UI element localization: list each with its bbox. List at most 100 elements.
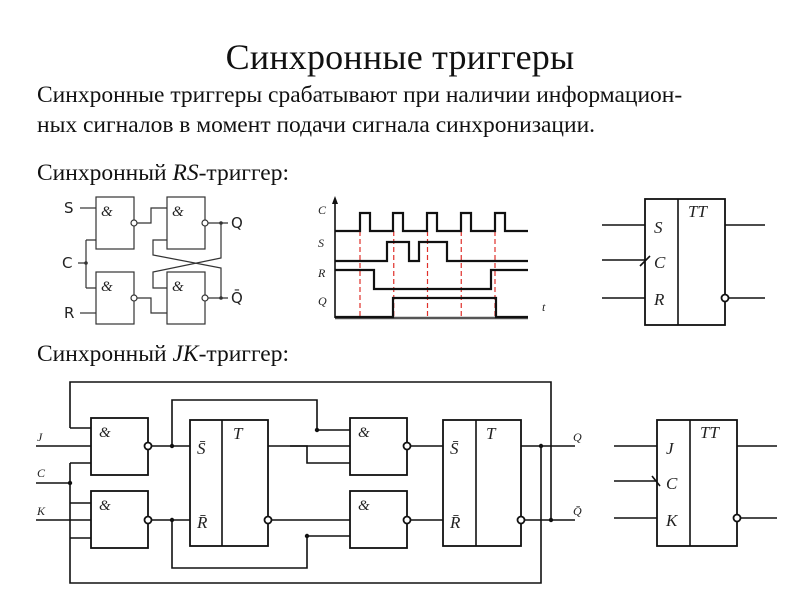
timing-diagram: C S R Q t bbox=[317, 196, 546, 320]
timing-axis-arrow bbox=[332, 196, 338, 204]
timing-label-s: S bbox=[318, 236, 324, 250]
rs-label-s: S bbox=[64, 199, 74, 217]
rs-label-r: R bbox=[64, 304, 74, 322]
jk-slave-r: R̄ bbox=[449, 513, 461, 532]
rs-bubble-3 bbox=[130, 294, 138, 302]
jk-gate-k-symbol: & bbox=[99, 498, 111, 514]
rs-symbol-clock-mark bbox=[639, 255, 651, 267]
jk-gate-slave-2-bubble bbox=[402, 515, 412, 525]
jk-heading-italic: JK bbox=[172, 341, 199, 367]
jk-symbol-clock-mark bbox=[651, 475, 661, 487]
rs-circuit: & & & & S C R Q Q̄ bbox=[62, 196, 243, 325]
rs-gate-3-symbol: & bbox=[101, 279, 113, 295]
jk-junction-3 bbox=[314, 427, 320, 433]
rs-feedback-q bbox=[152, 223, 222, 289]
jk-gate-j-symbol: & bbox=[99, 425, 111, 441]
timing-label-r: R bbox=[317, 266, 326, 280]
rs-symbol-body bbox=[644, 198, 726, 326]
timing-label-q: Q bbox=[318, 294, 327, 308]
description-line-1: Синхронные триггеры срабатывают при нали… bbox=[37, 82, 683, 108]
waveform-s bbox=[335, 240, 528, 263]
jk-symbol-label-c: C bbox=[666, 474, 678, 493]
jk-junction-c bbox=[67, 480, 73, 486]
timing-label-t: t bbox=[542, 300, 546, 314]
jk-label-k: K bbox=[36, 504, 46, 518]
rs-gate-3 bbox=[95, 271, 135, 325]
jk-wire-slave-gates bbox=[411, 445, 443, 521]
jk-wire-feedback-in bbox=[70, 427, 91, 539]
jk-slave-t: T bbox=[486, 424, 497, 443]
jk-junction-1 bbox=[169, 443, 175, 449]
rs-label-q: Q bbox=[231, 214, 243, 232]
waveform-r bbox=[335, 268, 528, 291]
jk-wire-master-q bbox=[268, 445, 350, 464]
rs-junction-c bbox=[84, 261, 88, 265]
rs-feedback-qbar bbox=[152, 239, 222, 298]
jk-master-bubble bbox=[263, 515, 273, 525]
jk-gate-slave-2-symbol: & bbox=[358, 498, 370, 514]
jk-master-t: T bbox=[233, 424, 244, 443]
jk-symbol: J C K TT bbox=[614, 419, 777, 547]
jk-master-s: S̄ bbox=[197, 439, 206, 458]
rs-symbol-label-s: S bbox=[654, 218, 663, 237]
description-line-2: ных сигналов в момент подачи сигнала син… bbox=[37, 112, 596, 138]
rs-symbol-inverted-output bbox=[720, 293, 730, 303]
rs-symbol: S C R TT bbox=[602, 198, 765, 326]
rs-gate-4 bbox=[166, 271, 206, 325]
rs-heading-suffix: -триггер: bbox=[198, 160, 289, 186]
rs-label-qbar: Q̄ bbox=[231, 288, 243, 307]
jk-label-qbar: Q̄ bbox=[573, 504, 582, 518]
jk-feedback-top bbox=[69, 381, 552, 520]
jk-heading-prefix: Синхронный bbox=[37, 341, 173, 367]
jk-gate-slave-1-symbol: & bbox=[358, 425, 370, 441]
jk-gate-slave-1 bbox=[349, 417, 408, 476]
waveform-c bbox=[335, 211, 528, 233]
rs-symbol-label-r: R bbox=[653, 290, 665, 309]
jk-label-c: C bbox=[37, 466, 46, 480]
rs-wire-g3-g4 bbox=[137, 297, 167, 314]
rs-gate-1-symbol: & bbox=[101, 204, 113, 220]
jk-symbol-label-j: J bbox=[666, 439, 675, 458]
jk-master-latch bbox=[189, 419, 269, 547]
rs-symbol-outputs bbox=[725, 224, 765, 299]
jk-slave-latch bbox=[442, 419, 522, 547]
jk-wire-inner-top bbox=[171, 399, 350, 446]
jk-slave-bubble bbox=[516, 515, 526, 525]
jk-junction-4 bbox=[304, 533, 310, 539]
rs-heading: Синхронный RS-триггер: bbox=[37, 160, 289, 187]
jk-symbol-outputs bbox=[737, 445, 777, 519]
jk-heading: Синхронный JK-триггер: bbox=[37, 341, 289, 368]
jk-feedback-bottom bbox=[69, 446, 542, 584]
jk-label-q: Q bbox=[573, 430, 582, 444]
jk-gate-k-bubble bbox=[143, 515, 153, 525]
jk-symbol-inputs bbox=[614, 445, 657, 519]
jk-symbol-label-k: K bbox=[665, 511, 679, 530]
rs-bubble-1 bbox=[130, 219, 138, 227]
jk-label-j: J bbox=[37, 430, 43, 444]
waveform-q bbox=[335, 296, 528, 319]
jk-gate-slave-1-bubble bbox=[402, 441, 412, 451]
rs-symbol-label-c: C bbox=[654, 253, 666, 272]
description-paragraph: Синхронные триггеры срабатывают при нали… bbox=[37, 80, 787, 140]
rs-symbol-type: TT bbox=[688, 202, 708, 221]
jk-gate-j-bubble bbox=[143, 441, 153, 451]
timing-markers bbox=[359, 231, 496, 317]
rs-bubble-4 bbox=[201, 294, 209, 302]
jk-master-r: R̄ bbox=[196, 513, 208, 532]
rs-symbol-inputs bbox=[602, 224, 645, 299]
jk-symbol-type: TT bbox=[700, 423, 720, 442]
rs-gate-2-symbol: & bbox=[172, 204, 184, 220]
jk-heading-suffix: -триггер: bbox=[198, 341, 289, 367]
timing-label-c: C bbox=[318, 203, 327, 217]
rs-heading-italic: RS bbox=[172, 160, 199, 186]
rs-gate-4-symbol: & bbox=[172, 279, 184, 295]
rs-heading-prefix: Синхронный bbox=[37, 160, 173, 186]
jk-slave-s: S̄ bbox=[450, 439, 459, 458]
rs-label-c: C bbox=[62, 254, 72, 272]
jk-circuit: & & S̄ R̄ T & & bbox=[36, 381, 582, 584]
jk-junction-q bbox=[538, 443, 544, 449]
rs-wire-g1-g2 bbox=[137, 207, 167, 224]
rs-bubble-2 bbox=[201, 219, 209, 227]
jk-junction-qbar bbox=[548, 517, 554, 523]
